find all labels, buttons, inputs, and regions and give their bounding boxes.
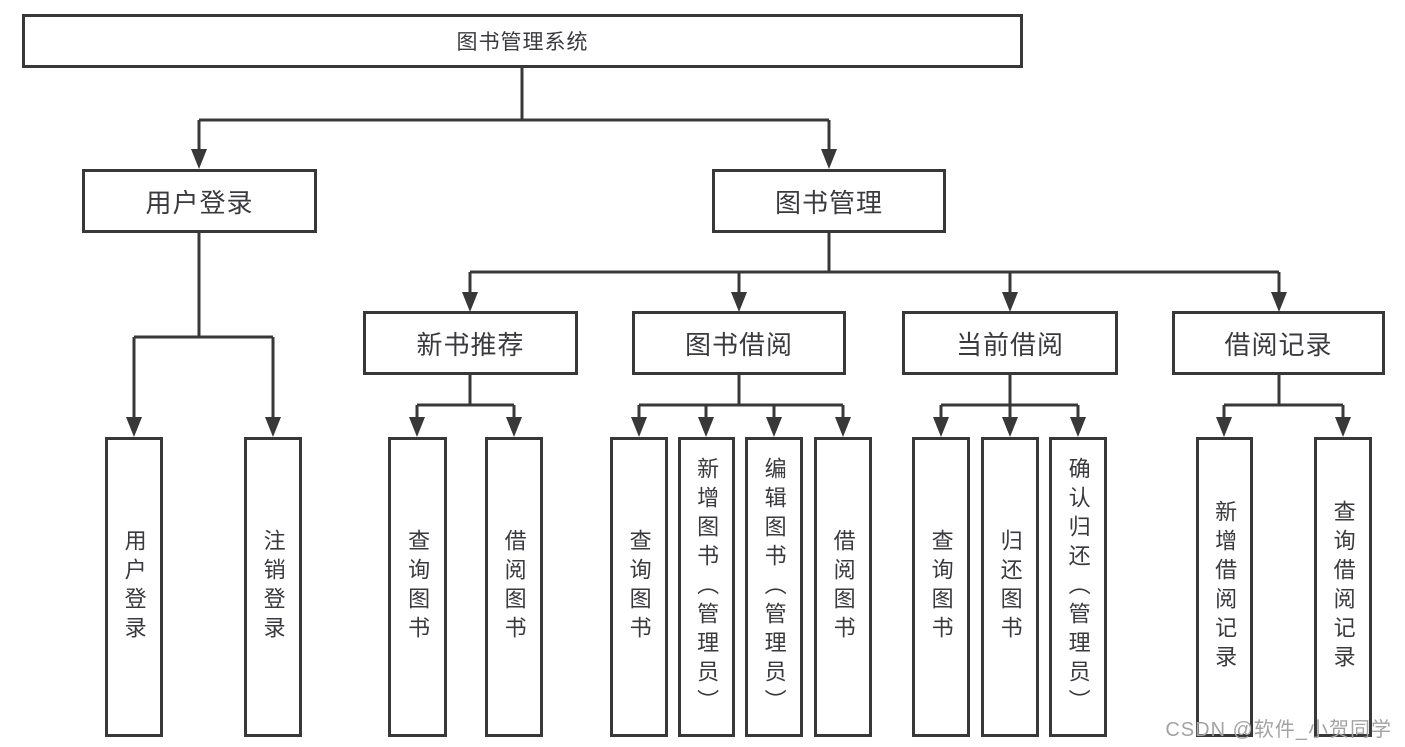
leaf-query-books-recommend-label: 查询图书 bbox=[405, 529, 431, 645]
leaf-borrow-books: 借阅图书 bbox=[814, 437, 872, 737]
leaf-user-login-label: 用户登录 bbox=[121, 529, 147, 645]
node-borrow-records: 借阅记录 bbox=[1172, 311, 1385, 375]
leaf-add-books-admin: 新增图书（管理员） bbox=[678, 437, 735, 737]
node-user-login-label: 用户登录 bbox=[145, 187, 254, 218]
leaf-logout: 注销登录 bbox=[244, 437, 302, 737]
csdn-watermark: CSDN @软件_小贺同学 bbox=[1165, 719, 1392, 741]
leaf-confirm-return-admin-label: 确认归还（管理员） bbox=[1065, 456, 1091, 718]
leaf-borrow-books-label: 借阅图书 bbox=[830, 529, 856, 645]
node-book-borrow: 图书借阅 bbox=[632, 311, 846, 375]
leaf-confirm-return-admin: 确认归还（管理员） bbox=[1049, 437, 1107, 737]
leaf-return-books: 归还图书 bbox=[981, 437, 1039, 737]
leaf-query-borrow-record-label: 查询借阅记录 bbox=[1330, 500, 1356, 674]
leaf-borrow-books-recommend-label: 借阅图书 bbox=[501, 529, 527, 645]
leaf-query-books-borrow: 查询图书 bbox=[610, 437, 668, 737]
node-current-borrow-label: 当前借阅 bbox=[955, 329, 1064, 360]
node-root-system: 图书管理系统 bbox=[22, 14, 1023, 68]
node-root-label: 图书管理系统 bbox=[456, 31, 589, 54]
leaf-logout-label: 注销登录 bbox=[260, 529, 286, 645]
leaf-query-books-current: 查询图书 bbox=[912, 437, 970, 737]
node-new-book-recommend: 新书推荐 bbox=[363, 311, 578, 375]
leaf-add-books-admin-label: 新增图书（管理员） bbox=[694, 456, 720, 718]
leaf-query-books-borrow-label: 查询图书 bbox=[626, 529, 652, 645]
leaf-borrow-books-recommend: 借阅图书 bbox=[485, 437, 543, 737]
node-current-borrow: 当前借阅 bbox=[902, 311, 1118, 375]
arrowheads bbox=[126, 149, 1351, 437]
node-user-login: 用户登录 bbox=[82, 169, 317, 233]
leaf-query-books-current-label: 查询图书 bbox=[928, 529, 954, 645]
node-borrow-records-label: 借阅记录 bbox=[1224, 329, 1333, 360]
leaf-user-login: 用户登录 bbox=[105, 437, 163, 737]
leaf-add-borrow-record: 新增借阅记录 bbox=[1196, 437, 1253, 737]
leaf-edit-books-admin: 编辑图书（管理员） bbox=[745, 437, 803, 737]
leaf-query-books-recommend: 查询图书 bbox=[388, 437, 447, 737]
leaf-return-books-label: 归还图书 bbox=[997, 529, 1023, 645]
leaf-edit-books-admin-label: 编辑图书（管理员） bbox=[761, 456, 787, 718]
leaf-query-borrow-record: 查询借阅记录 bbox=[1314, 437, 1372, 737]
node-new-book-recommend-label: 新书推荐 bbox=[416, 329, 525, 360]
node-book-management: 图书管理 bbox=[712, 169, 946, 233]
leaf-add-borrow-record-label: 新增借阅记录 bbox=[1212, 500, 1238, 674]
node-book-management-label: 图书管理 bbox=[774, 187, 883, 218]
node-book-borrow-label: 图书借阅 bbox=[684, 329, 793, 360]
